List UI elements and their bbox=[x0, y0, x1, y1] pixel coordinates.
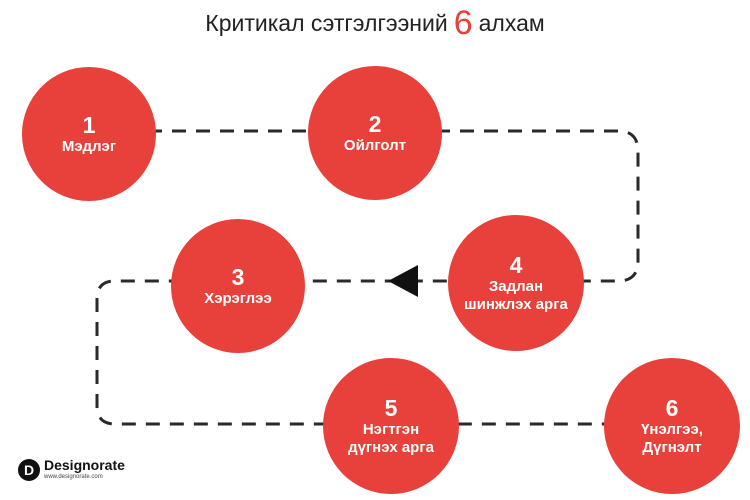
flow-arrow-left-icon bbox=[388, 265, 418, 297]
title-suffix: алхам bbox=[478, 10, 545, 36]
step-label: Мэдлэг bbox=[61, 138, 117, 155]
title-prefix: Критикал сэтгэлгээний bbox=[205, 10, 448, 36]
step-circle-2: 2 Ойлголт bbox=[308, 66, 442, 200]
step-number: 4 bbox=[509, 252, 523, 278]
step-circle-6: 6 Үнэлгээ,Дүгнэлт bbox=[604, 358, 740, 494]
flow-dashed-line bbox=[95, 129, 668, 426]
step-number: 5 bbox=[384, 395, 398, 421]
logo-url: www.designorate.com bbox=[44, 474, 103, 480]
brand-logo: D Designorate www.designorate.com bbox=[18, 458, 125, 481]
step-circle-1: 1 Мэдлэг bbox=[22, 67, 156, 201]
designorate-logo-icon: D bbox=[18, 458, 40, 481]
step-number: 1 bbox=[82, 112, 96, 138]
step-label: Хэрэглээ bbox=[204, 290, 272, 307]
step-number: 2 bbox=[368, 111, 382, 137]
step-label: Үнэлгээ,Дүгнэлт bbox=[641, 421, 703, 456]
step-circle-3: 3 Хэрэглээ bbox=[171, 219, 305, 353]
step-number: 6 bbox=[665, 395, 679, 421]
step-label: Ойлголт bbox=[343, 137, 407, 154]
logo-name: Designorate bbox=[44, 457, 125, 473]
title-number: 6 bbox=[453, 4, 473, 42]
step-number: 3 bbox=[231, 264, 245, 290]
